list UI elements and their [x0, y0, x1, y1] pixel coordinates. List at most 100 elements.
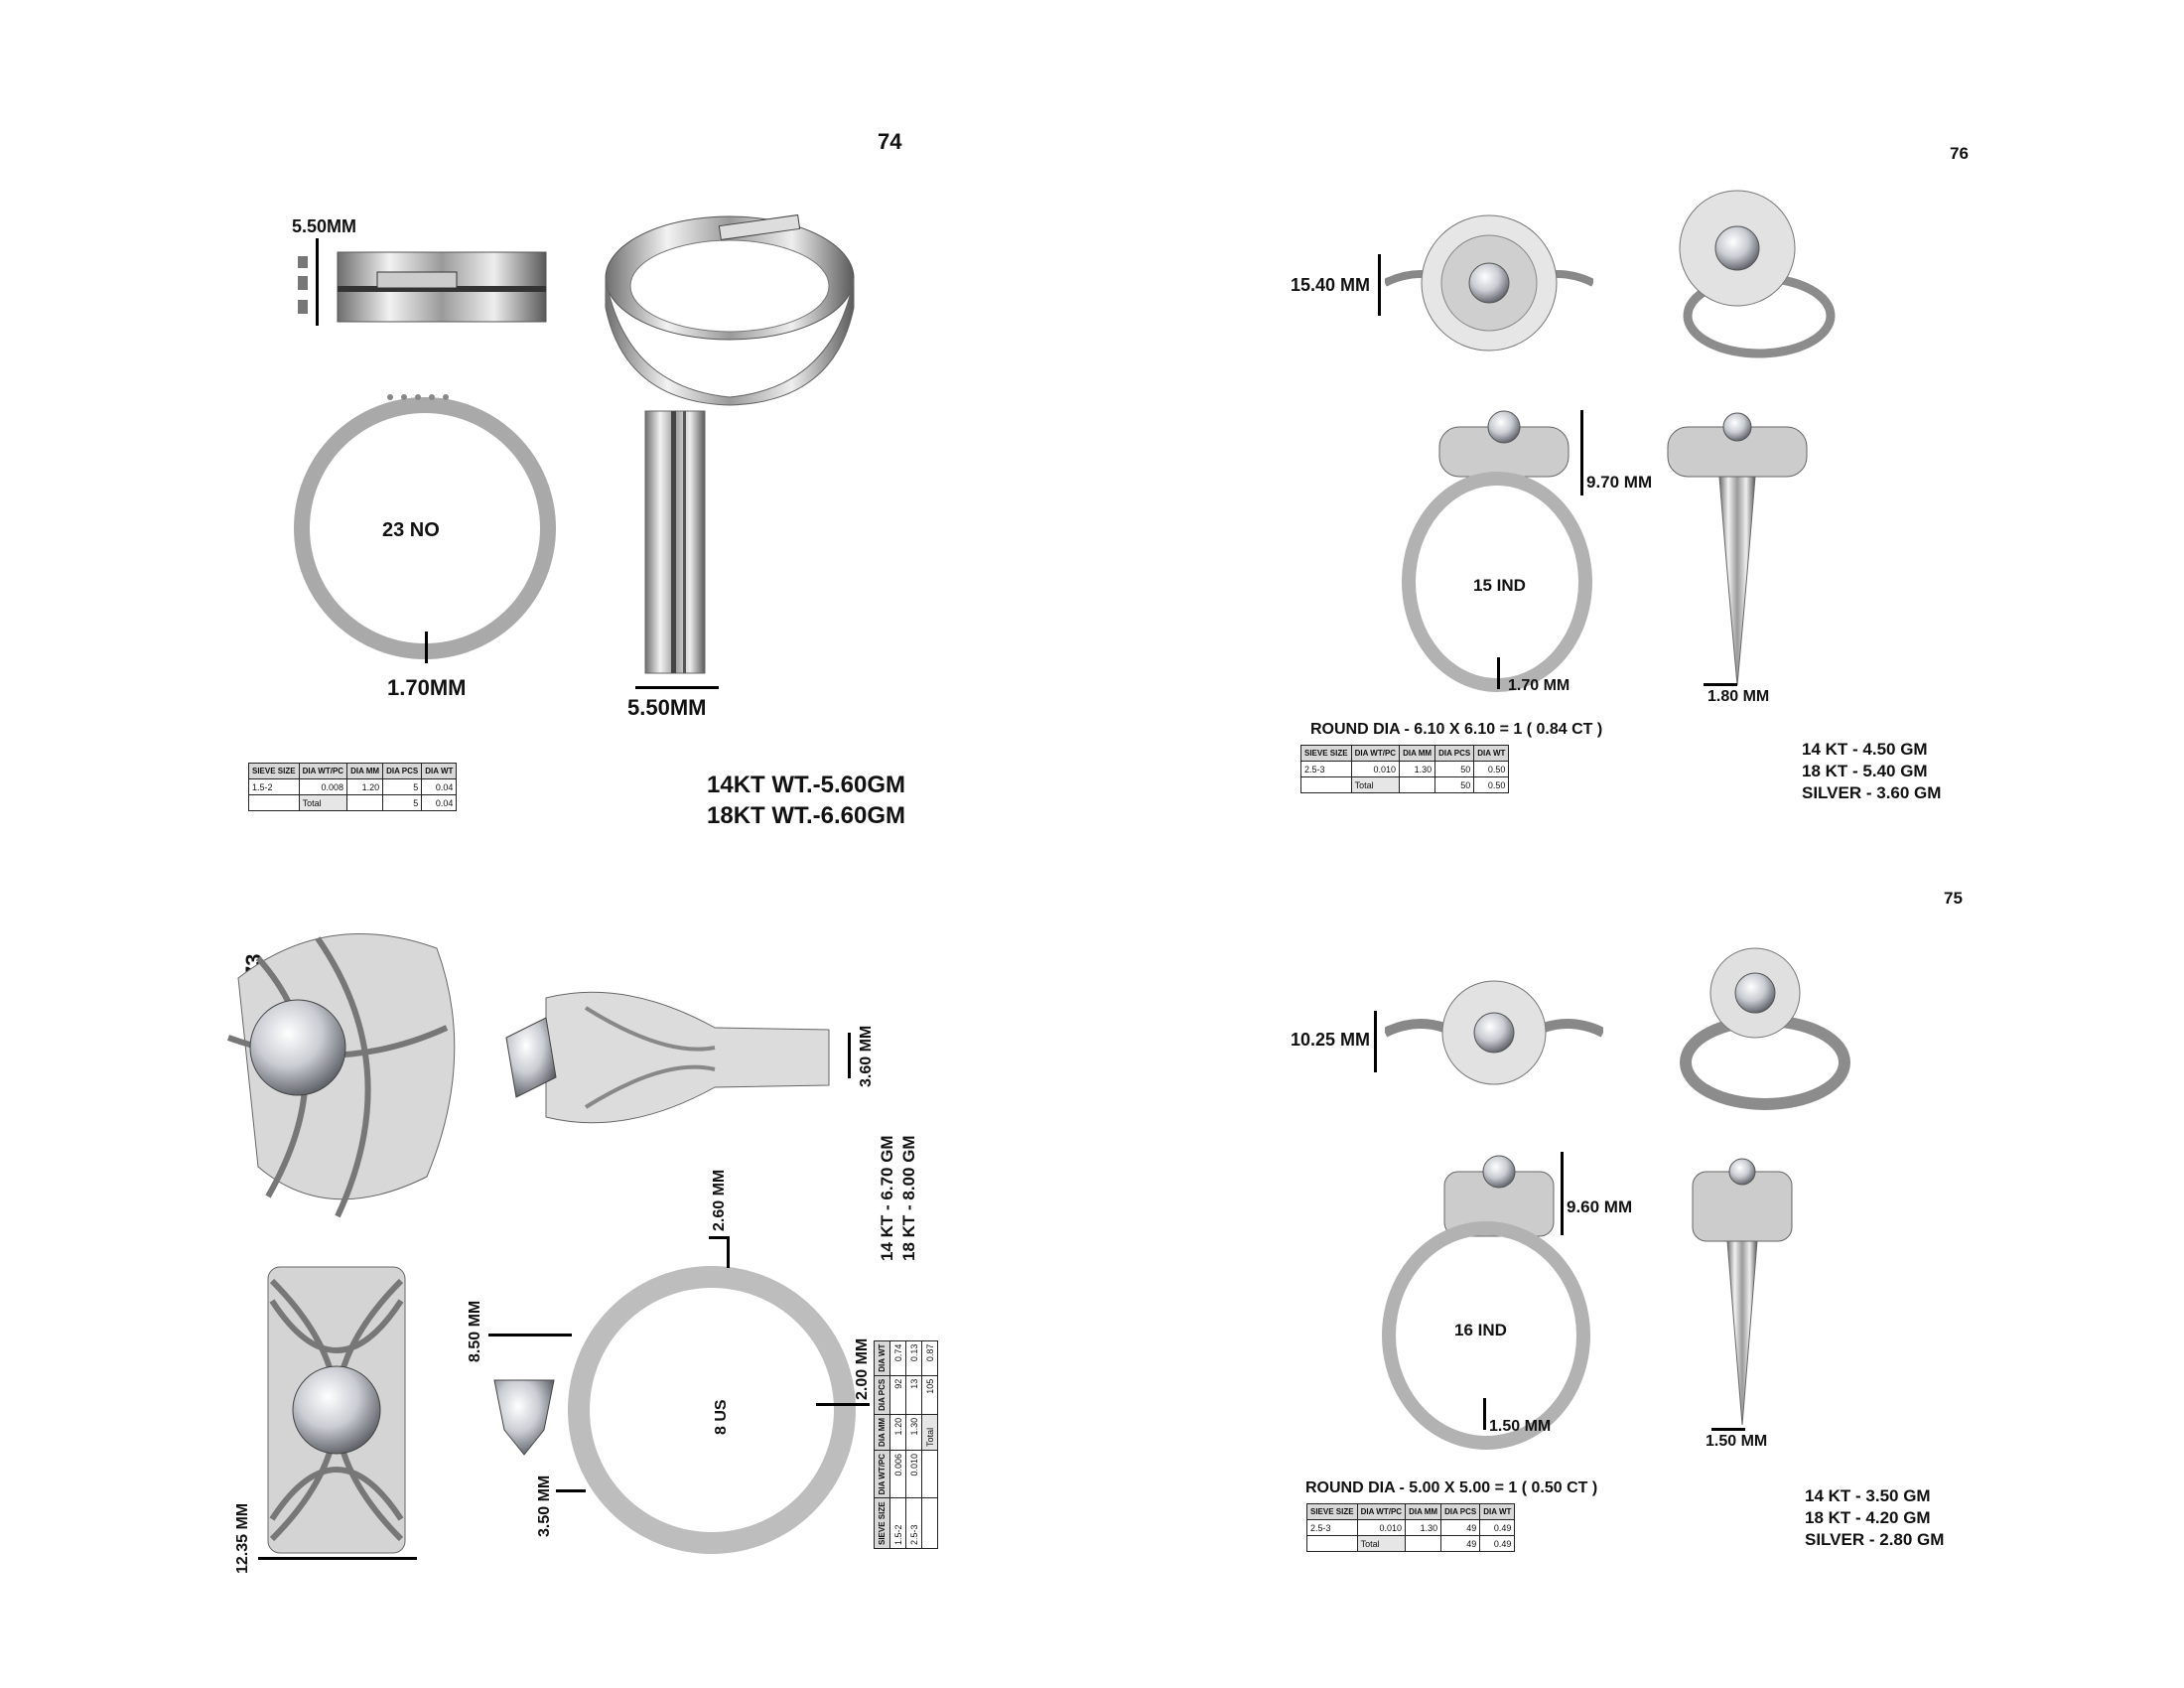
dim-line	[258, 1557, 417, 1560]
dim-label-height: 9.70 MM	[1586, 473, 1653, 492]
page-number: 75	[1944, 889, 1963, 908]
dim-line	[1378, 254, 1381, 316]
dim-line	[1561, 1152, 1564, 1235]
band-perspective-view	[605, 213, 855, 406]
dim-line	[556, 1489, 586, 1492]
cell: 2.5-3	[1306, 1519, 1358, 1536]
cell: 5	[382, 778, 423, 795]
ring-head-profile	[1438, 410, 1570, 478]
stone-row	[387, 394, 449, 400]
page-number: 76	[1950, 144, 1969, 163]
dim-label-top: 10.25 MM	[1291, 1030, 1371, 1050]
dim-line	[1483, 1398, 1486, 1430]
dim-label-front: 12.35 MM	[234, 1502, 251, 1574]
col-header: DIA MM	[1399, 745, 1436, 762]
total-pcs: 50	[1434, 776, 1475, 793]
weight-line: 18KT WT.-6.60GM	[707, 802, 906, 829]
cell: 92	[889, 1375, 906, 1415]
sieve-table-rotated: SIEVE SIZE DIA WT/PC DIA MM DIA PCS DIA …	[874, 1340, 938, 1549]
cell	[921, 1497, 938, 1549]
ring-side-view	[1692, 1158, 1793, 1426]
cell	[248, 794, 300, 811]
col-header: DIA PCS	[874, 1375, 890, 1415]
center-stone	[493, 1379, 555, 1456]
ring-size-label: 8 US	[713, 1399, 730, 1435]
weight-line: 14KT WT.-5.60GM	[707, 772, 906, 798]
cell: 0.010	[905, 1450, 922, 1498]
cell: 1.20	[346, 778, 384, 795]
dim-line	[1711, 1428, 1745, 1431]
cell: 1.30	[1405, 1519, 1442, 1536]
sieve-table: SIEVE SIZE DIA WT/PC DIA MM DIA PCS DIA …	[1306, 1503, 1516, 1552]
total-label: Total	[921, 1414, 938, 1451]
cell: 0.13	[905, 1340, 922, 1376]
col-header: SIEVE SIZE	[1300, 745, 1352, 762]
band-top-view	[298, 251, 547, 323]
col-header: DIA PCS	[1434, 745, 1475, 762]
ring-profile-view	[568, 1266, 856, 1554]
table-row: 2.5-3 0.010 1.30 49 0.49	[1306, 1519, 1516, 1536]
col-header: DIA WT/PC	[298, 763, 348, 779]
total-pcs: 5	[382, 794, 423, 811]
sieve-table: SIEVE SIZE DIA WT/PC DIA MM DIA PCS DIA …	[874, 1340, 938, 1549]
dim-line	[635, 686, 719, 689]
dim-line	[316, 238, 319, 326]
col-header: DIA MM	[874, 1414, 890, 1451]
dim-label-shank: 1.50 MM	[1489, 1418, 1552, 1435]
col-header: DIA PCS	[1440, 1503, 1481, 1520]
dim-line	[488, 1334, 572, 1336]
col-header: DIA WT	[1479, 1503, 1516, 1520]
cell: 1.5-2	[248, 778, 300, 795]
total-wt: 0.04	[421, 794, 458, 811]
dim-line	[816, 1403, 870, 1406]
total-wt: 0.87	[921, 1340, 938, 1376]
cell: 50	[1434, 761, 1475, 777]
col-header: DIA MM	[346, 763, 384, 779]
cell: 0.008	[298, 778, 348, 795]
dim-line	[709, 1236, 729, 1239]
round-diamond-spec: ROUND DIA - 5.00 X 5.00 = 1 ( 0.50 CT )	[1305, 1479, 1598, 1496]
total-wt: 0.49	[1479, 1535, 1516, 1552]
table-total-row: Total 105 0.87	[921, 1340, 938, 1549]
sieve-table: SIEVE SIZE DIA WT/PC DIA MM DIA PCS DIA …	[248, 763, 458, 811]
ring-perspective-view	[1679, 190, 1836, 358]
table-total-row: Total 5 0.04	[248, 794, 458, 811]
weight-line: 18 KT - 8.00 GM	[899, 1135, 918, 1261]
ring-front-view	[267, 1266, 406, 1554]
dim-label-shank: 1.70 MM	[1508, 677, 1570, 694]
weight-list: 14 KT - 3.50 GM 18 KT - 4.20 GM SILVER -…	[1805, 1485, 1944, 1551]
cell	[921, 1450, 938, 1498]
cell: 1.30	[905, 1414, 922, 1451]
dim-label-width: 5.50MM	[627, 695, 707, 720]
weight-list: 14 KT - 4.50 GM 18 KT - 5.40 GM SILVER -…	[1802, 739, 1941, 804]
weight-list: 14 KT - 6.70 GM 18 KT - 8.00 GM	[877, 1135, 920, 1261]
col-header: DIA WT	[874, 1340, 890, 1376]
table-total-row: Total 50 0.50	[1300, 776, 1510, 793]
col-header: DIA WT/PC	[1350, 745, 1401, 762]
cell	[346, 794, 384, 811]
dim-label-top: 15.40 MM	[1291, 275, 1371, 295]
cell: 13	[905, 1375, 922, 1415]
col-header: SIEVE SIZE	[248, 763, 300, 779]
dim-line	[848, 1033, 851, 1078]
dim-label-shank: 2.00 MM	[854, 1337, 871, 1400]
dim-label-bottom: 3.50 MM	[536, 1475, 553, 1537]
weight-line: 18 KT - 5.40 GM	[1802, 762, 1928, 780]
dim-line	[1497, 657, 1500, 689]
total-pcs: 49	[1440, 1535, 1481, 1552]
dim-label-height: 9.60 MM	[1567, 1197, 1633, 1216]
sieve-table: SIEVE SIZE DIA WT/PC DIA MM DIA PCS DIA …	[1300, 745, 1510, 793]
dim-label-head: 8.50 MM	[467, 1300, 483, 1362]
col-header: DIA MM	[1405, 1503, 1442, 1520]
weight-line: 14 KT - 6.70 GM	[878, 1135, 896, 1261]
cell: 0.04	[421, 778, 458, 795]
col-header: DIA PCS	[382, 763, 423, 779]
ring-size-label: 16 IND	[1454, 1321, 1507, 1339]
cell	[1399, 776, 1436, 793]
weight-line: 14 KT - 4.50 GM	[1802, 740, 1928, 759]
weight-line: SILVER - 3.60 GM	[1802, 783, 1942, 802]
col-header: SIEVE SIZE	[874, 1497, 890, 1549]
ring-head-profile	[1443, 1155, 1555, 1237]
dim-label-top: 2.60 MM	[711, 1169, 728, 1231]
cell: 1.5-2	[889, 1497, 906, 1549]
